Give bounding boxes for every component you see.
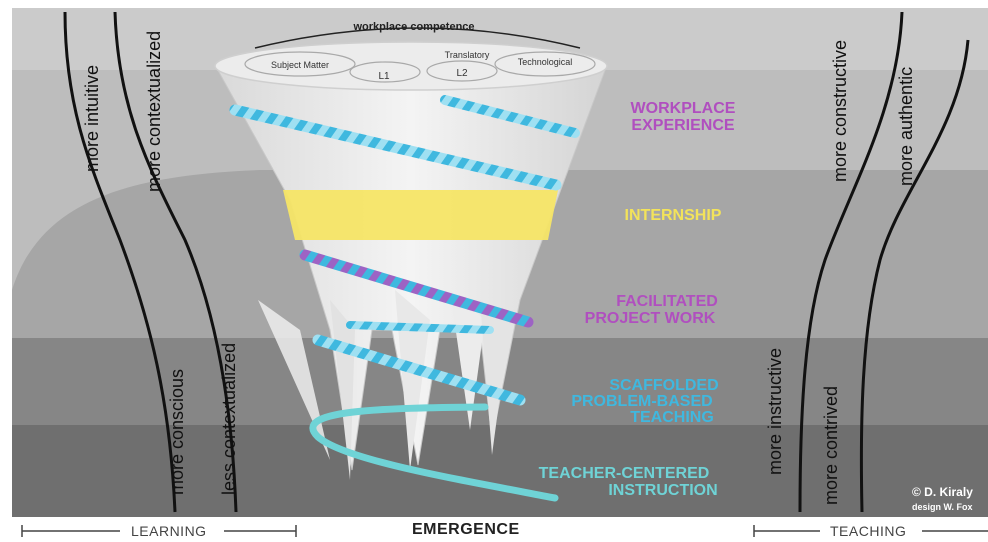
stage-label-internship: INTERNSHIP <box>625 207 722 224</box>
competence-label: workplace competence <box>352 21 474 33</box>
credit-design: design W. Fox <box>912 502 973 512</box>
credit-author: © D. Kiraly <box>912 485 973 499</box>
stage-label-project-2: PROJECT WORK <box>585 310 716 327</box>
subject-matter-ring <box>244 51 356 77</box>
label-more-contrived: more contrived <box>821 386 841 505</box>
left-side-labels: more intuitive more contextualized less … <box>82 31 239 495</box>
stage-label-project-1: FACILITATED <box>616 293 718 310</box>
right-outer-curve <box>859 39 970 513</box>
rope-scaffolded <box>312 334 526 406</box>
internship-band <box>283 190 558 240</box>
label-more-authentic: more authentic <box>896 67 916 186</box>
rope-project <box>299 249 534 328</box>
right-side-labels: more constructive more authentic more in… <box>765 40 916 505</box>
left-inner-curve <box>113 11 238 513</box>
technological-ring <box>494 51 596 77</box>
funnel-cone <box>214 64 608 471</box>
stage-label-workplace-2: EXPERIENCE <box>631 117 734 134</box>
stage-label-scaffolded-2: PROBLEM-BASED <box>571 393 712 410</box>
stage-labels: WORKPLACE EXPERIENCE INTERNSHIP FACILITA… <box>539 100 736 499</box>
teaching-label: TEACHING <box>830 523 907 539</box>
emergence-label: EMERGENCE <box>412 521 520 538</box>
label-more-contextualized: more contextualized <box>144 31 164 192</box>
label-more-conscious: more conscious <box>167 369 187 495</box>
label-less-contextualized: less contextualized <box>219 343 239 495</box>
l1-label: L1 <box>378 71 390 82</box>
l2-label: L2 <box>456 68 468 79</box>
funnel-rim <box>214 41 608 91</box>
learning-label: LEARNING <box>131 523 207 539</box>
subject-matter-label: Subject Matter <box>271 60 329 70</box>
stage-label-workplace-1: WORKPLACE <box>631 100 736 117</box>
technological-label: Technological <box>518 57 573 67</box>
rope-workplace <box>229 104 562 191</box>
translatory-label: Translatory <box>445 50 490 60</box>
competence-arc <box>254 27 581 49</box>
rope-top <box>440 95 580 138</box>
label-more-intuitive: more intuitive <box>82 65 102 172</box>
rope-teacher <box>309 403 559 502</box>
stage-label-teacher-2: INSTRUCTION <box>608 482 717 499</box>
stage-label-scaffolded-3: TEACHING <box>630 409 714 426</box>
label-more-instructive: more instructive <box>765 348 785 475</box>
label-more-constructive: more constructive <box>830 40 850 182</box>
l1-ring <box>349 61 421 83</box>
l2-ring <box>426 60 498 82</box>
stage-label-scaffolded-1: SCAFFOLDED <box>609 377 718 394</box>
rope-middle <box>346 321 494 334</box>
right-inner-curve <box>798 11 904 513</box>
left-outer-curve <box>63 11 177 513</box>
stage-label-teacher-1: TEACHER-CENTERED <box>539 465 710 482</box>
